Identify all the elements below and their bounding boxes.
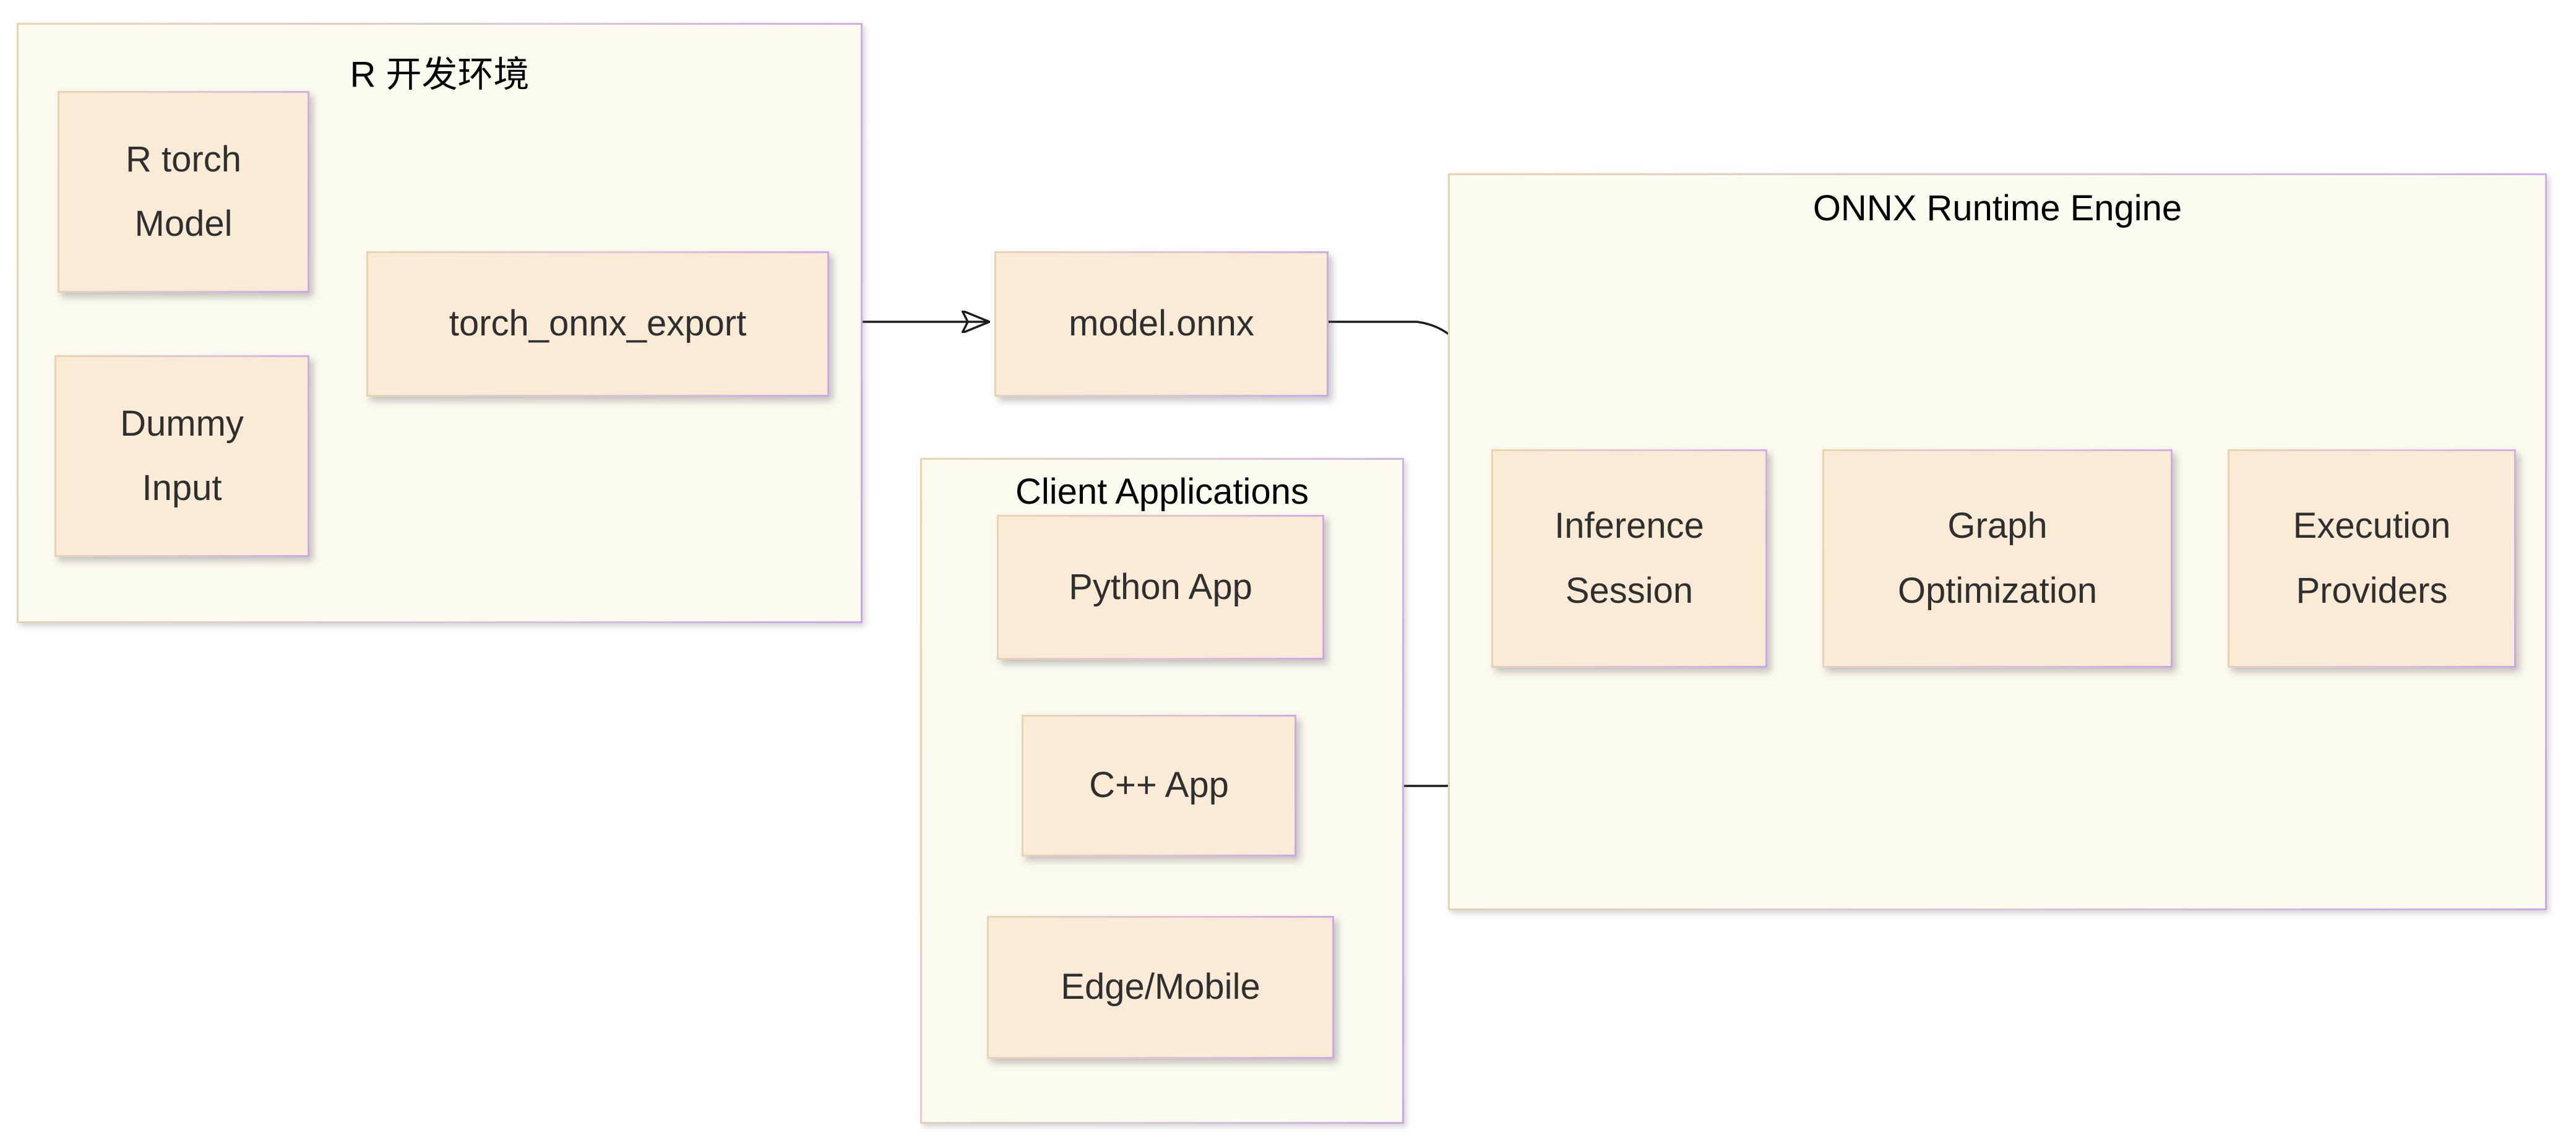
node-label-edge-mobile: Edge/Mobile	[1061, 967, 1260, 1007]
node-label-graph-optimization: Graph Optimization	[1897, 506, 2098, 611]
node-r-torch-model: R torch Model	[58, 91, 309, 293]
node-cpp-app: C++ App	[1022, 715, 1296, 856]
node-model-onnx: model.onnx	[994, 251, 1329, 397]
node-dummy-input: Dummy Input	[54, 355, 309, 557]
node-label-torch-onnx-export: torch_onnx_export	[449, 303, 747, 344]
node-label-cpp-app: C++ App	[1089, 765, 1229, 806]
group-title-onnx-runtime-engine: ONNX Runtime Engine	[1812, 188, 2182, 228]
node-python-app: Python App	[997, 515, 1324, 660]
node-label-model-onnx: model.onnx	[1069, 303, 1254, 344]
node-edge-mobile: Edge/Mobile	[987, 916, 1334, 1059]
node-label-execution-providers: Execution Providers	[2293, 506, 2451, 611]
node-label-python-app: Python App	[1069, 566, 1252, 607]
node-label-r-torch-model: R torch Model	[126, 139, 241, 244]
node-torch-onnx-export: torch_onnx_export	[366, 251, 829, 397]
node-label-dummy-input: Dummy Input	[120, 403, 244, 508]
node-inference-session: Inference Session	[1491, 449, 1767, 668]
node-execution-providers: Execution Providers	[2228, 449, 2516, 668]
node-label-inference-session: Inference Session	[1554, 506, 1704, 611]
node-graph-optimization: Graph Optimization	[1822, 449, 2173, 668]
group-title-client-applications: Client Applications	[1015, 472, 1309, 512]
group-title-r-dev-environment: R 开发环境	[350, 54, 530, 95]
